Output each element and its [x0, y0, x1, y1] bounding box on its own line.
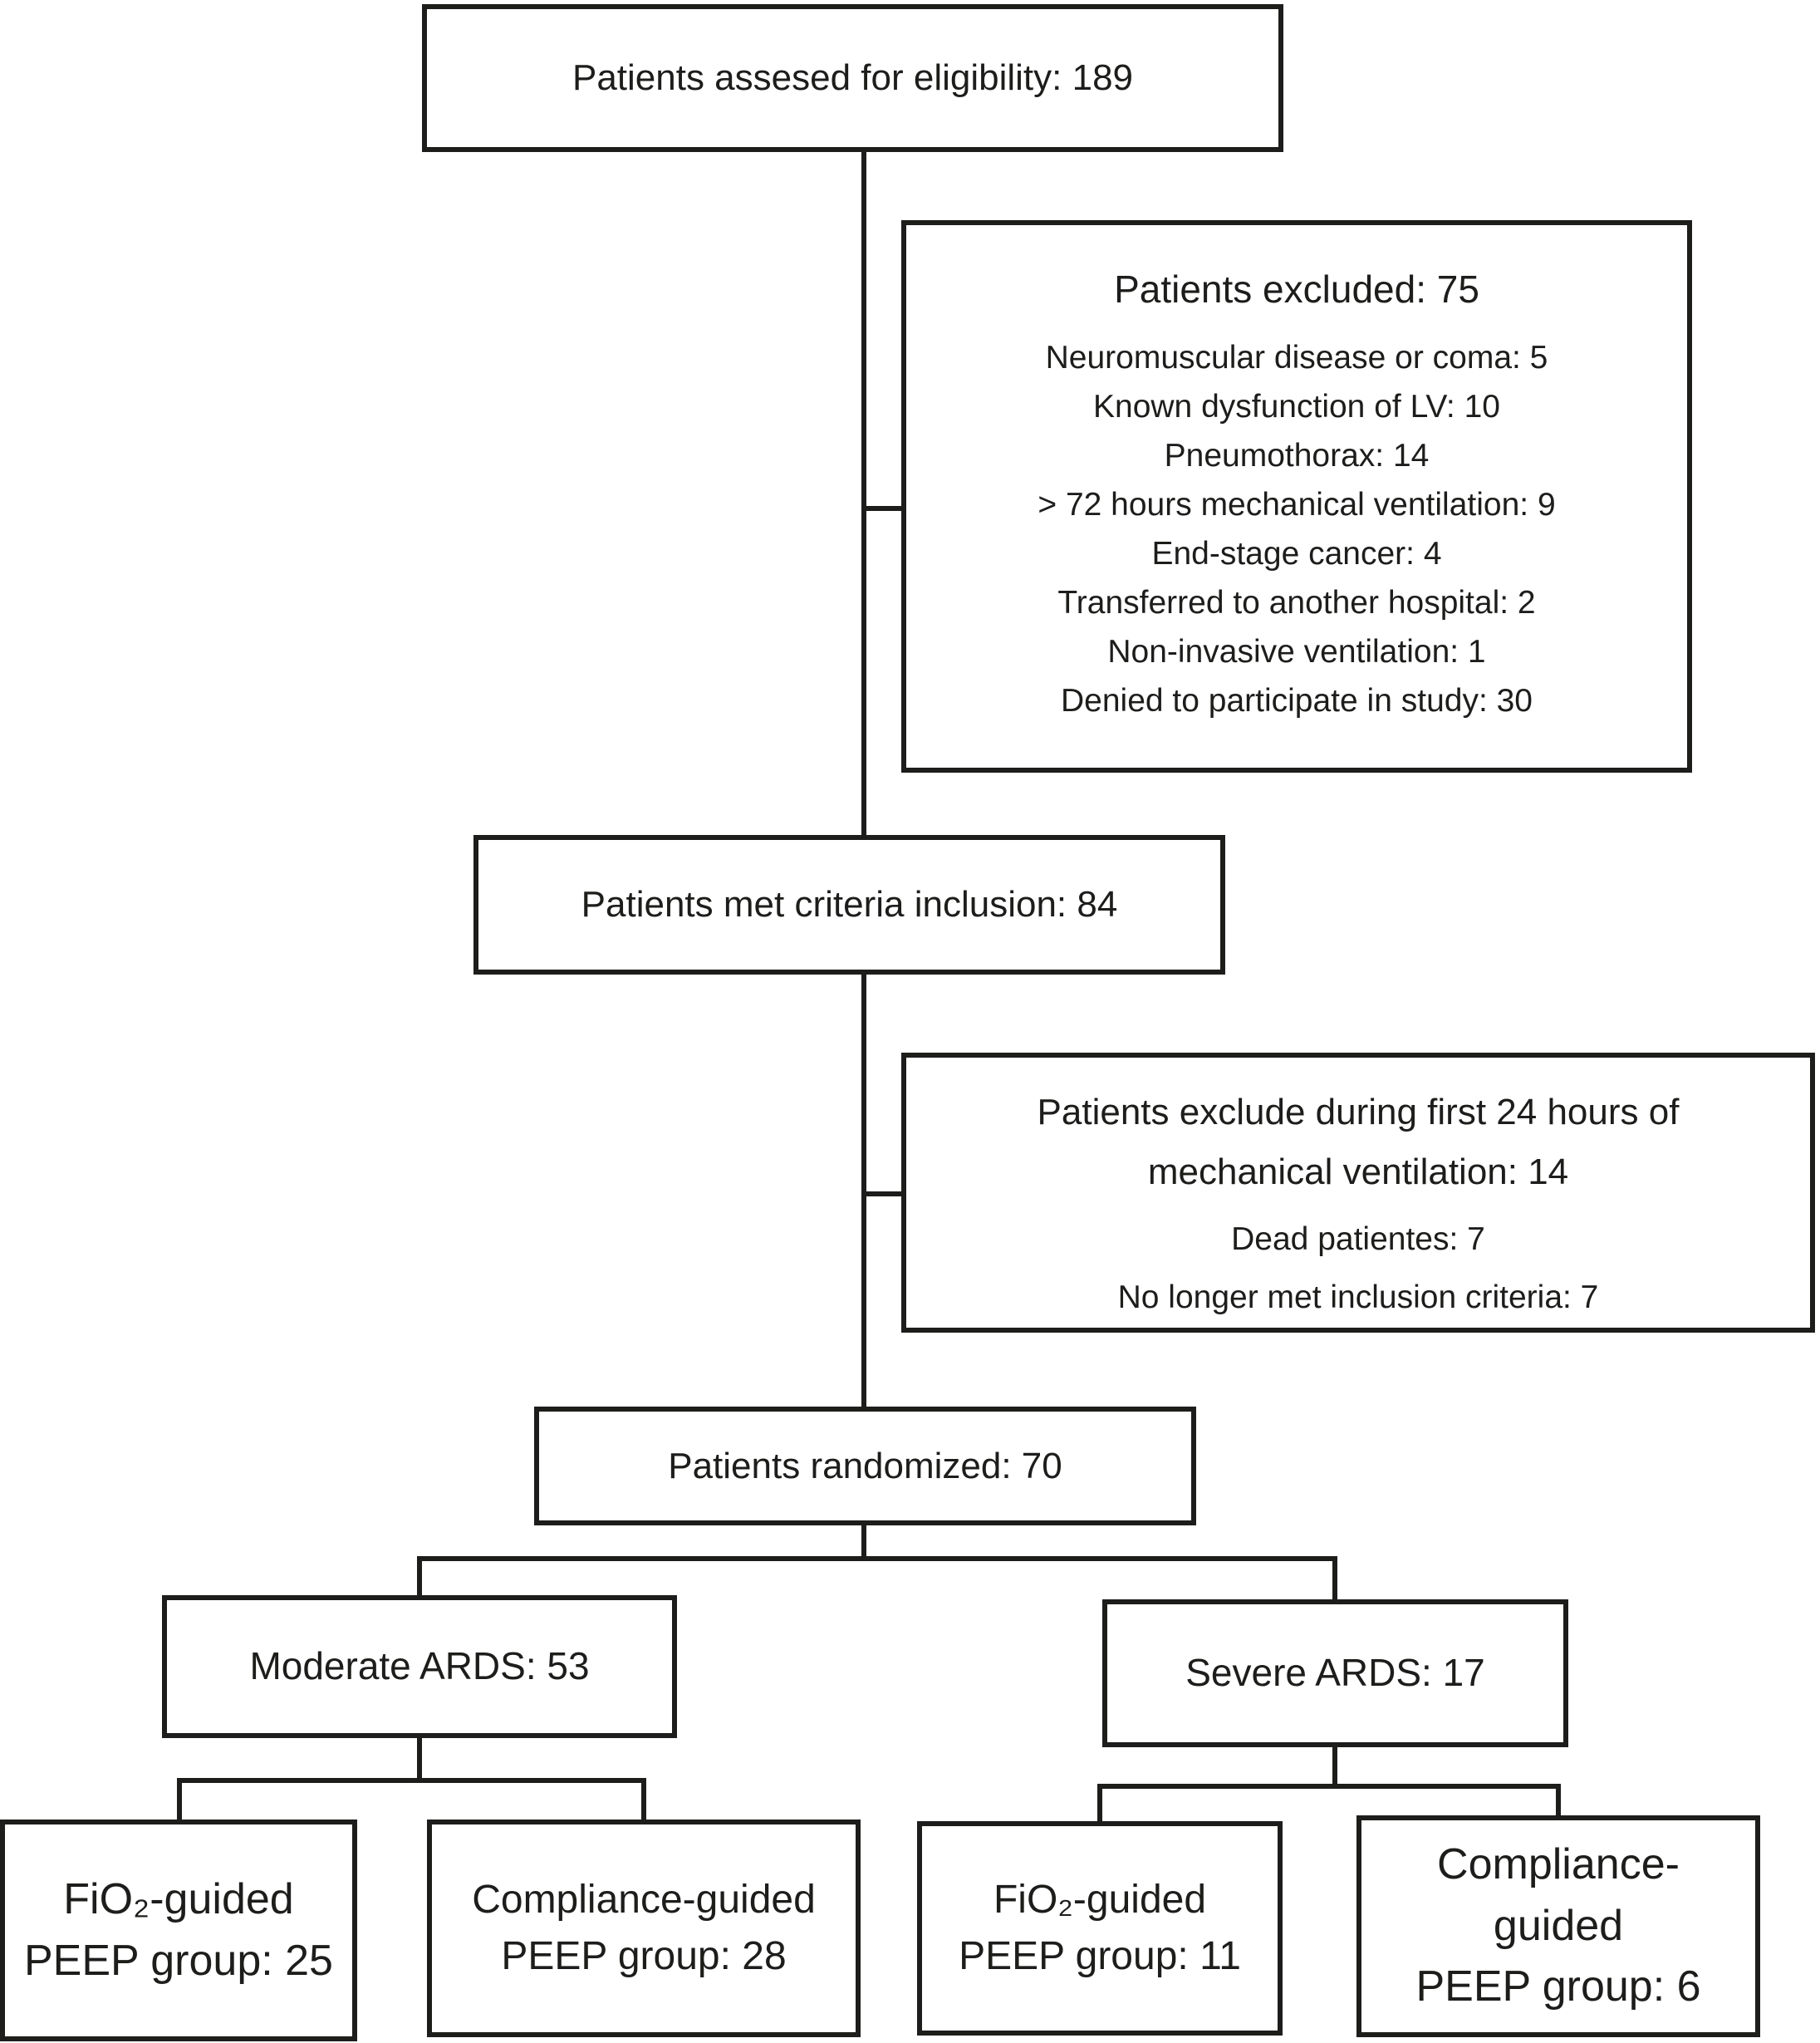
connector-eligibility-to-met	[861, 152, 866, 835]
box-excluded-24h: Patients exclude during first 24 hours o…	[901, 1053, 1815, 1333]
excluded-24h-title: Patients exclude during first 24 hours o…	[1037, 1092, 1680, 1192]
box-eligibility: Patients assesed for eligibility: 189	[422, 4, 1283, 152]
box-severe-ards: Severe ARDS: 17	[1102, 1599, 1568, 1747]
connector-to-excluded	[864, 506, 904, 511]
compliance-severe-line: guided	[1493, 1901, 1624, 1950]
connector-to-excluded-24h	[864, 1191, 904, 1196]
connector-ards-branch	[417, 1556, 1337, 1561]
connector-to-moderate	[417, 1556, 422, 1595]
connector-to-compliance-severe	[1556, 1784, 1561, 1815]
excluded-item: Non-invasive ventilation: 1	[1107, 633, 1486, 670]
connector-to-fio2-moderate	[177, 1778, 182, 1820]
randomized-label: Patients randomized: 70	[668, 1445, 1062, 1486]
box-compliance-moderate: Compliance-guided PEEP group: 28	[427, 1820, 861, 2037]
excluded-title: Patients excluded: 75	[1114, 268, 1479, 311]
compliance-severe-line: Compliance-	[1437, 1839, 1680, 1888]
met-criteria-label: Patients met criteria inclusion: 84	[581, 884, 1118, 926]
compliance-moderate-line: PEEP group: 28	[501, 1934, 787, 1978]
connector-to-compliance-moderate	[641, 1778, 646, 1820]
box-fio2-severe: FiO₂-guided PEEP group: 11	[917, 1821, 1283, 2036]
box-randomized: Patients randomized: 70	[534, 1407, 1196, 1525]
fio2-moderate-line: FiO₂-guided	[63, 1874, 294, 1923]
compliance-moderate-line: Compliance-guided	[472, 1877, 816, 1922]
box-moderate-ards: Moderate ARDS: 53	[162, 1595, 677, 1738]
excluded-item: Pneumothorax: 14	[1164, 437, 1430, 474]
connector-severe-stem	[1332, 1747, 1337, 1784]
fio2-moderate-line: PEEP group: 25	[24, 1936, 333, 1985]
severe-ards-label: Severe ARDS: 17	[1185, 1651, 1485, 1695]
excluded-item: > 72 hours mechanical ventilation: 9	[1038, 486, 1556, 523]
excluded-item: End-stage cancer: 4	[1151, 535, 1442, 572]
eligibility-label: Patients assesed for eligibility: 189	[572, 57, 1134, 99]
box-compliance-severe: Compliance- guided PEEP group: 6	[1356, 1815, 1760, 2037]
box-met-criteria: Patients met criteria inclusion: 84	[473, 835, 1225, 975]
fio2-severe-line: FiO₂-guided	[993, 1877, 1207, 1922]
connector-to-fio2-severe	[1097, 1784, 1102, 1821]
connector-severe-branch	[1097, 1784, 1561, 1789]
compliance-severe-line: PEEP group: 6	[1415, 1962, 1701, 2011]
excluded-item: Known dysfunction of LV: 10	[1093, 388, 1500, 425]
moderate-ards-label: Moderate ARDS: 53	[249, 1644, 590, 1688]
connector-to-severe	[1332, 1556, 1337, 1599]
excluded-24h-item: No longer met inclusion criteria: 7	[1117, 1279, 1599, 1315]
excluded-item: Transferred to another hospital: 2	[1057, 584, 1536, 621]
box-excluded: Patients excluded: 75 Neuromuscular dise…	[901, 220, 1692, 773]
connector-moderate-branch	[177, 1778, 646, 1783]
connector-met-to-randomized	[861, 975, 866, 1407]
connector-randomized-stem	[861, 1525, 866, 1561]
excluded-24h-item: Dead patientes: 7	[1231, 1221, 1485, 1257]
fio2-severe-line: PEEP group: 11	[959, 1934, 1241, 1978]
connector-moderate-stem	[417, 1738, 422, 1778]
excluded-item: Neuromuscular disease or coma: 5	[1045, 339, 1548, 376]
box-fio2-moderate: FiO₂-guided PEEP group: 25	[0, 1820, 357, 2041]
excluded-item: Denied to participate in study: 30	[1060, 682, 1533, 719]
